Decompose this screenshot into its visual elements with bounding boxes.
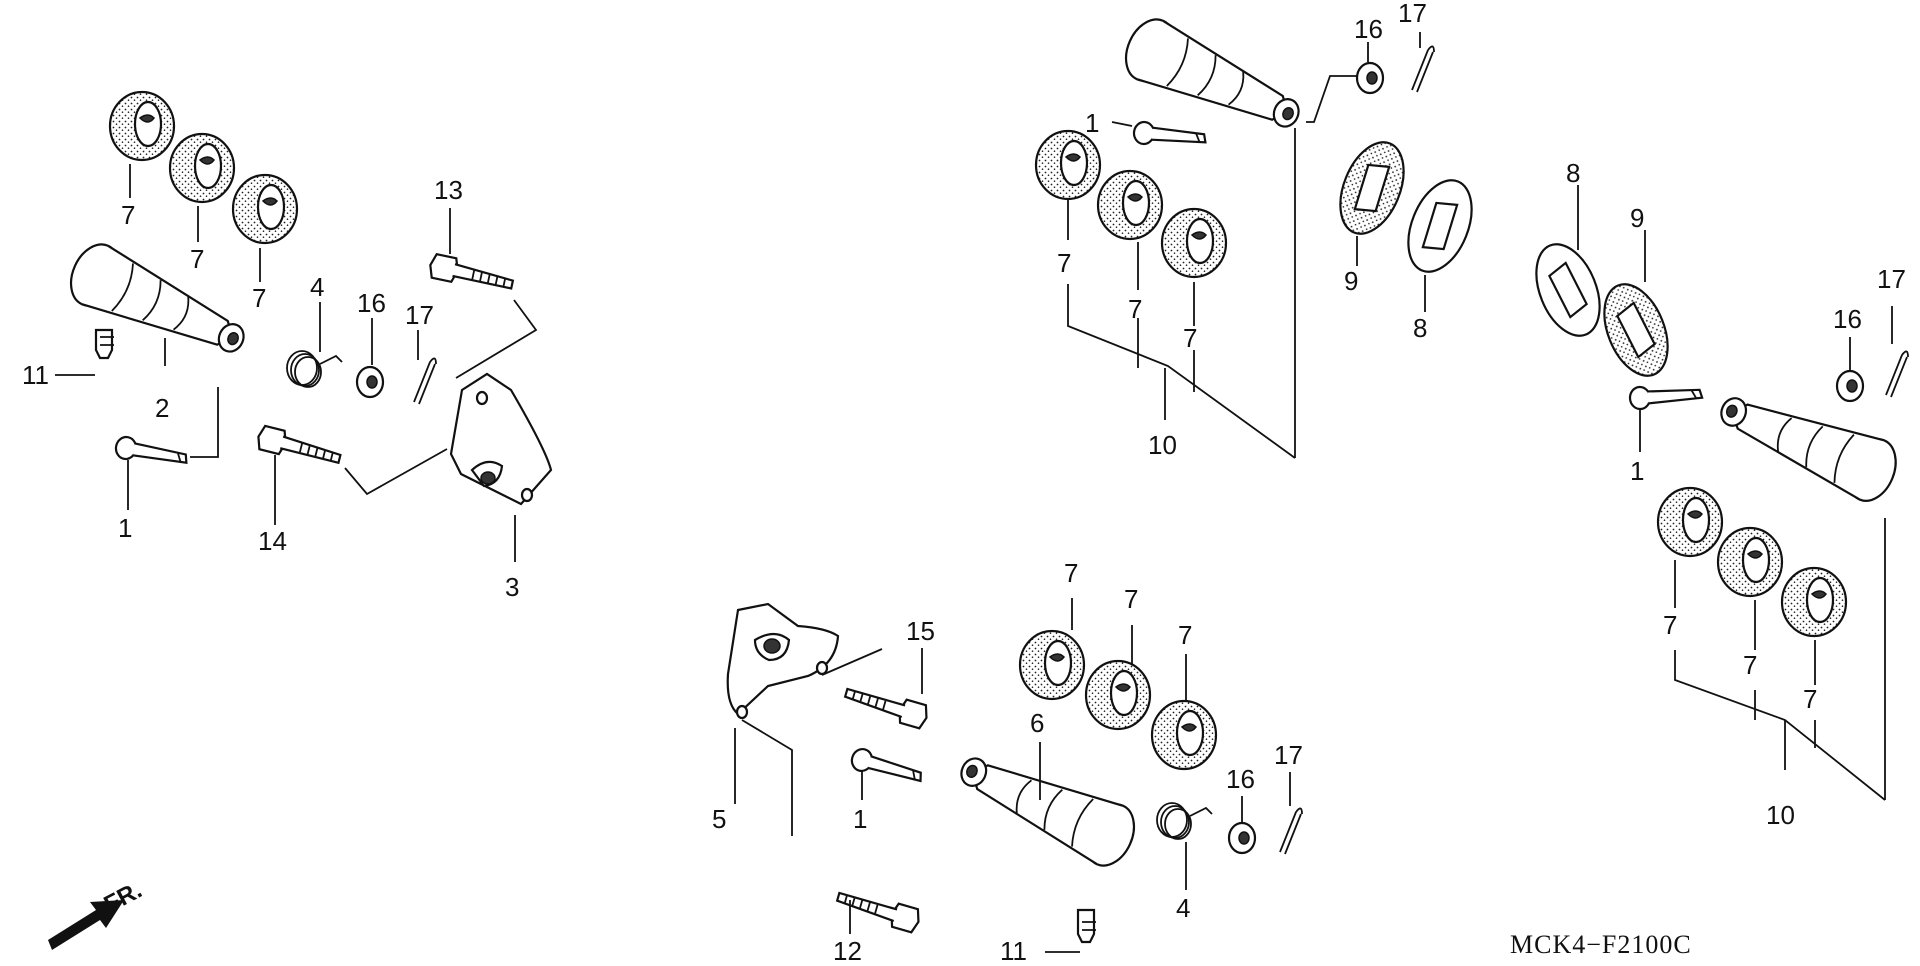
label-part-7: 7	[190, 244, 205, 274]
group-d	[726, 598, 1303, 953]
label-part-14: 14	[258, 526, 287, 556]
cotter-pin-part-17	[1411, 45, 1435, 93]
label-part-7: 7	[1124, 584, 1139, 614]
pin-part-1	[1628, 381, 1704, 411]
label-part-1: 1	[118, 513, 133, 543]
label-part-2: 2	[155, 393, 170, 423]
cotter-pin-part-17	[1885, 350, 1909, 398]
cotter-pin-part-17	[413, 357, 437, 405]
plate-part-9	[1339, 141, 1405, 235]
footpeg-right	[1708, 378, 1906, 510]
label-part-10: 10	[1148, 430, 1177, 460]
plate-part-8	[1535, 243, 1601, 337]
footpeg-rubber-part-7	[1656, 486, 1724, 558]
footpeg-rubber-part-7	[1018, 629, 1086, 701]
label-part-17: 17	[1274, 740, 1303, 770]
label-part-7: 7	[121, 200, 136, 230]
group-b	[1034, 10, 1473, 459]
label-part-16: 16	[1354, 14, 1383, 44]
washer-part-16	[1227, 821, 1257, 855]
washer-part-16	[1355, 61, 1385, 95]
label-part-7: 7	[1743, 650, 1758, 680]
label-part-7: 7	[1183, 323, 1198, 353]
label-part-5: 5	[712, 804, 727, 834]
label-part-8: 8	[1413, 313, 1428, 343]
bolt-part-13	[426, 252, 517, 296]
label-part-17: 17	[1877, 264, 1906, 294]
stay-plate-part-3	[449, 372, 553, 506]
label-part-7: 7	[1128, 294, 1143, 324]
bolt-part-11	[94, 328, 114, 360]
label-part-8: 8	[1566, 158, 1581, 188]
footpeg-rubber-part-7	[1780, 566, 1848, 638]
pin-part-1	[1131, 120, 1208, 151]
label-part-6: 6	[1030, 708, 1045, 738]
group-a	[55, 90, 553, 562]
washer-part-16	[1835, 369, 1865, 403]
label-part-4: 4	[1176, 893, 1191, 923]
label-part-7: 7	[1178, 620, 1193, 650]
bolt-part-12	[833, 886, 923, 935]
footpeg-rubber-part-7	[168, 132, 236, 204]
label-part-7: 7	[1064, 558, 1079, 588]
footpeg-rubber-part-7	[108, 90, 176, 162]
label-part-1: 1	[853, 804, 868, 834]
spring-part-4	[286, 350, 343, 388]
spring-part-4	[1156, 802, 1213, 840]
group-c	[1535, 185, 1909, 801]
footpeg-part-6	[947, 738, 1145, 875]
label-part-16: 16	[1226, 764, 1255, 794]
footpeg-rubber-part-7	[1034, 129, 1102, 201]
label-part-17: 17	[405, 300, 434, 330]
bolt-part-15	[841, 682, 931, 731]
footpeg-rubber-part-7	[1084, 659, 1152, 731]
label-part-7: 7	[1663, 610, 1678, 640]
label-part-10: 10	[1766, 800, 1795, 830]
washer-part-16	[355, 365, 385, 399]
pin-part-1	[113, 434, 191, 471]
diagram-code: MCK4−F2100C	[1510, 930, 1692, 959]
label-part-7: 7	[1057, 248, 1072, 278]
cotter-pin-part-17	[1279, 807, 1303, 855]
bolt-part-11	[1076, 908, 1096, 944]
label-part-3: 3	[505, 572, 520, 602]
label-part-9: 9	[1344, 266, 1359, 296]
label-part-9: 9	[1630, 203, 1645, 233]
label-part-1: 1	[1085, 108, 1100, 138]
label-part-16: 16	[357, 288, 386, 318]
plate-part-9	[1603, 283, 1669, 377]
label-part-7: 7	[1803, 684, 1818, 714]
footpeg-rubber-part-7	[1716, 526, 1784, 598]
label-part-1: 1	[1630, 456, 1645, 486]
bolt-part-14	[254, 423, 344, 470]
label-part-13: 13	[434, 175, 463, 205]
footpeg-rubber-part-7	[231, 173, 299, 245]
label-part-11: 11	[1000, 936, 1027, 966]
pin-part-1	[848, 745, 926, 789]
label-part-4: 4	[310, 272, 325, 302]
footpeg-rubber-part-7	[1150, 699, 1218, 771]
label-part-12: 12	[833, 936, 862, 966]
footpeg-rubber-part-7	[1160, 207, 1228, 279]
footpeg-rubber-part-7	[1096, 169, 1164, 241]
label-part-15: 15	[906, 616, 935, 646]
label-part-7: 7	[252, 283, 267, 313]
footpeg-part-2	[60, 235, 258, 372]
label-part-16: 16	[1833, 304, 1862, 334]
front-arrow-icon	[48, 900, 124, 950]
label-part-11: 11	[22, 360, 49, 390]
stay-plate-part-5	[726, 602, 840, 716]
plate-part-8	[1407, 179, 1473, 273]
label-part-17: 17	[1398, 0, 1427, 28]
